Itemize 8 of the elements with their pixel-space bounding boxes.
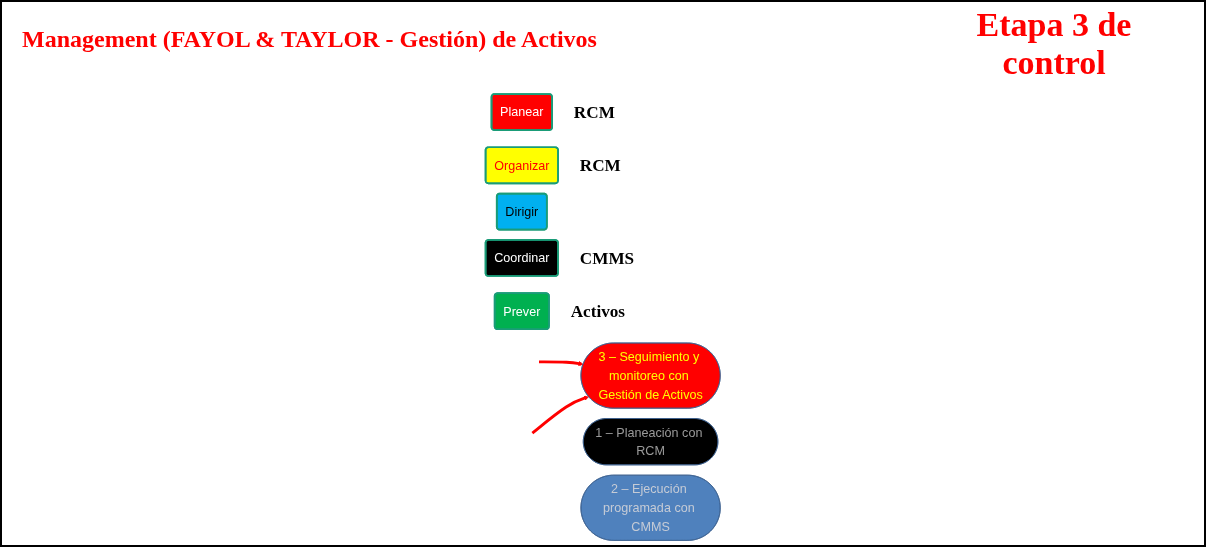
node-label: Activos [570, 301, 626, 321]
node-label: RCM [579, 155, 621, 175]
node-label: RCM [573, 102, 615, 122]
stage-heading: Etapa 3 de control [975, 6, 1133, 82]
node-label: CMMS [579, 248, 635, 268]
arrow [531, 395, 590, 435]
diagram-title: Management (FAYOL & TAYLOR - Gestión) de Activos [22, 26, 597, 53]
arrow [539, 360, 584, 367]
